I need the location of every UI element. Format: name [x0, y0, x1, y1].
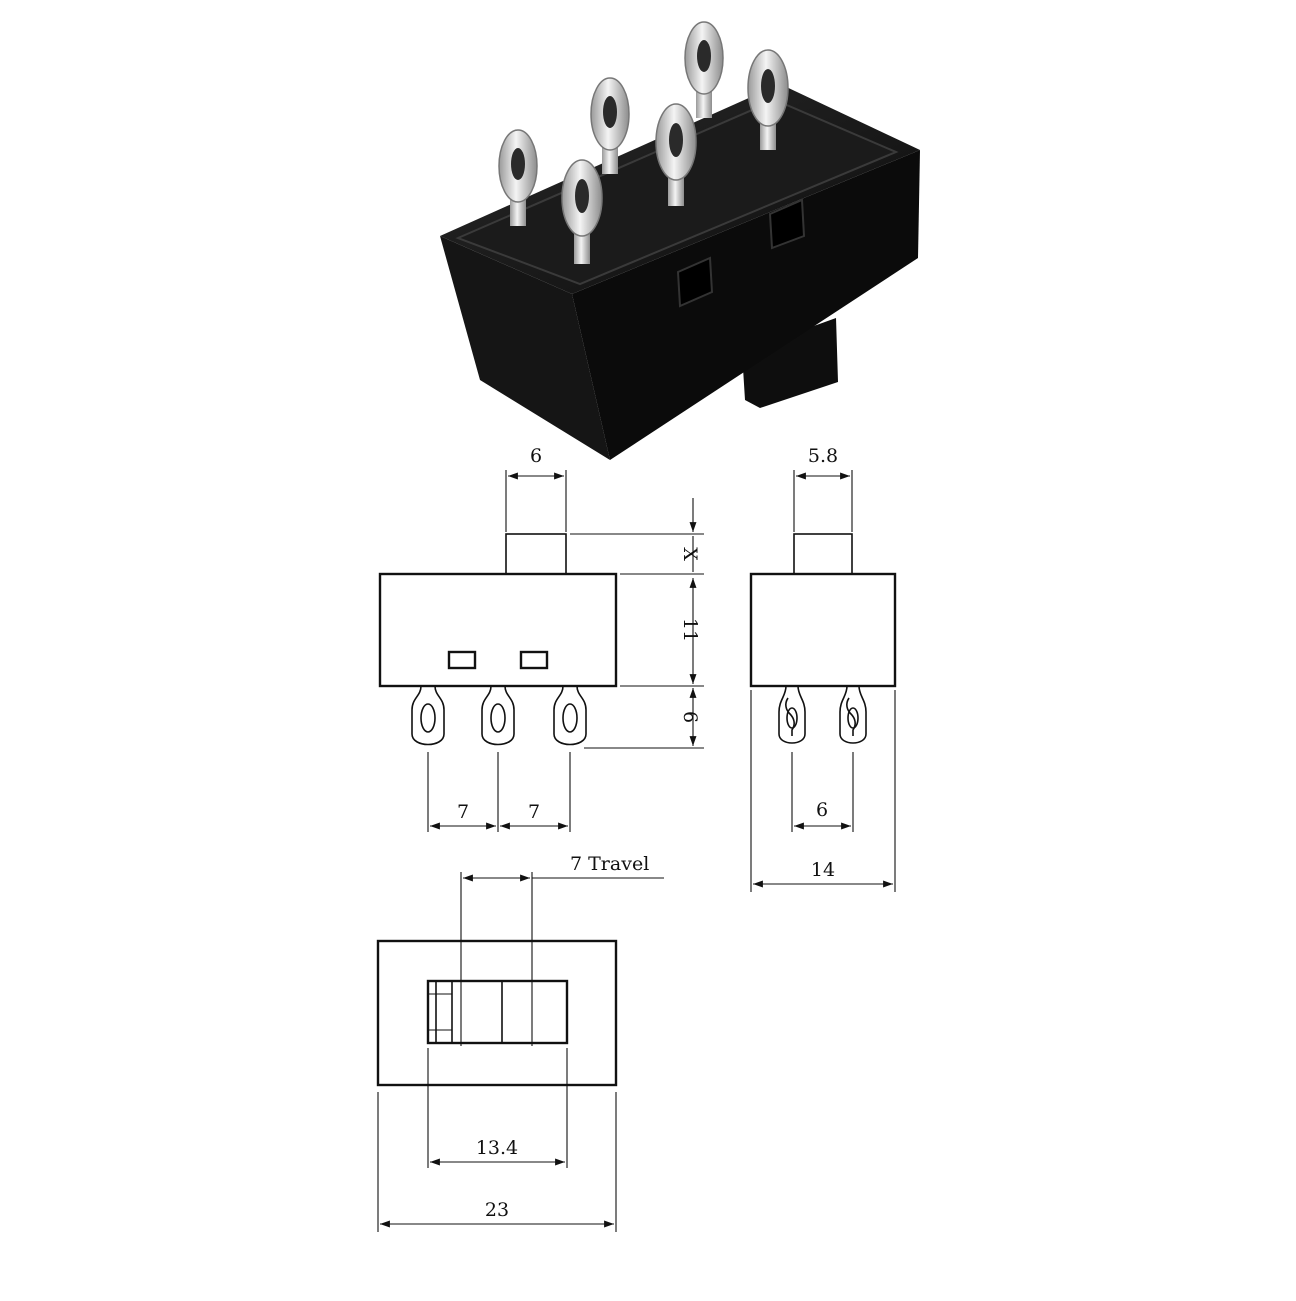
- dim-label: 11: [679, 618, 701, 642]
- front-actuator: [505, 533, 567, 575]
- dim-label: 6: [816, 799, 828, 821]
- dim-vertical-chain: X 11 6: [570, 498, 704, 749]
- dim-label: 23: [485, 1199, 509, 1221]
- top-body: [376, 939, 618, 1087]
- dim-label: 13.4: [476, 1137, 518, 1159]
- dim-travel: 7 Travel: [460, 853, 664, 1046]
- dim-actuator-width: 6: [505, 445, 567, 532]
- front-terminal: [411, 685, 445, 746]
- dim-label: 6: [679, 711, 701, 723]
- front-window: [519, 650, 549, 670]
- front-terminal: [481, 685, 515, 746]
- dim-side-depth: 14: [750, 690, 896, 892]
- terminal-lug: [747, 49, 789, 150]
- actuator-stub: [742, 318, 838, 408]
- dim-label: 7: [457, 801, 469, 823]
- dim-label: 5.8: [808, 445, 838, 467]
- dim-pitch: 7 7: [427, 752, 571, 832]
- side-view: 5.8 6 14: [749, 445, 897, 892]
- product-photo: [440, 21, 920, 460]
- front-terminal: [553, 685, 587, 746]
- side-body: [749, 572, 897, 688]
- top-knob: [501, 980, 568, 1044]
- terminal-lug: [498, 129, 538, 226]
- dim-label: 14: [811, 859, 835, 881]
- dim-slot-length: 13.4: [427, 1048, 568, 1168]
- switch-body-front: [572, 150, 920, 460]
- dim-body-length: 23: [377, 1092, 617, 1232]
- terminal-lug: [590, 77, 630, 174]
- front-window: [447, 650, 477, 670]
- side-actuator: [793, 533, 853, 575]
- switch-body-end: [440, 236, 610, 460]
- dim-side-terminal-spacing: 6: [791, 752, 854, 832]
- top-slot: [426, 979, 569, 1045]
- mounting-window: [768, 198, 806, 250]
- top-view: 7 Travel 13.4 23: [376, 853, 664, 1232]
- terminal-lug: [684, 21, 724, 118]
- terminal-lug: [561, 159, 603, 264]
- dim-label: 7: [528, 801, 540, 823]
- dim-label: 6: [530, 445, 542, 467]
- dim-label: 7 Travel: [570, 853, 649, 875]
- side-terminal: [778, 685, 806, 744]
- mounting-window: [676, 256, 714, 308]
- front-body: [378, 572, 618, 688]
- front-view: 6 X 11 6 7 7: [378, 445, 704, 832]
- side-terminal: [839, 685, 867, 744]
- dim-label: X: [679, 547, 701, 561]
- dim-side-actuator: 5.8: [793, 445, 853, 532]
- terminal-lug: [655, 103, 697, 206]
